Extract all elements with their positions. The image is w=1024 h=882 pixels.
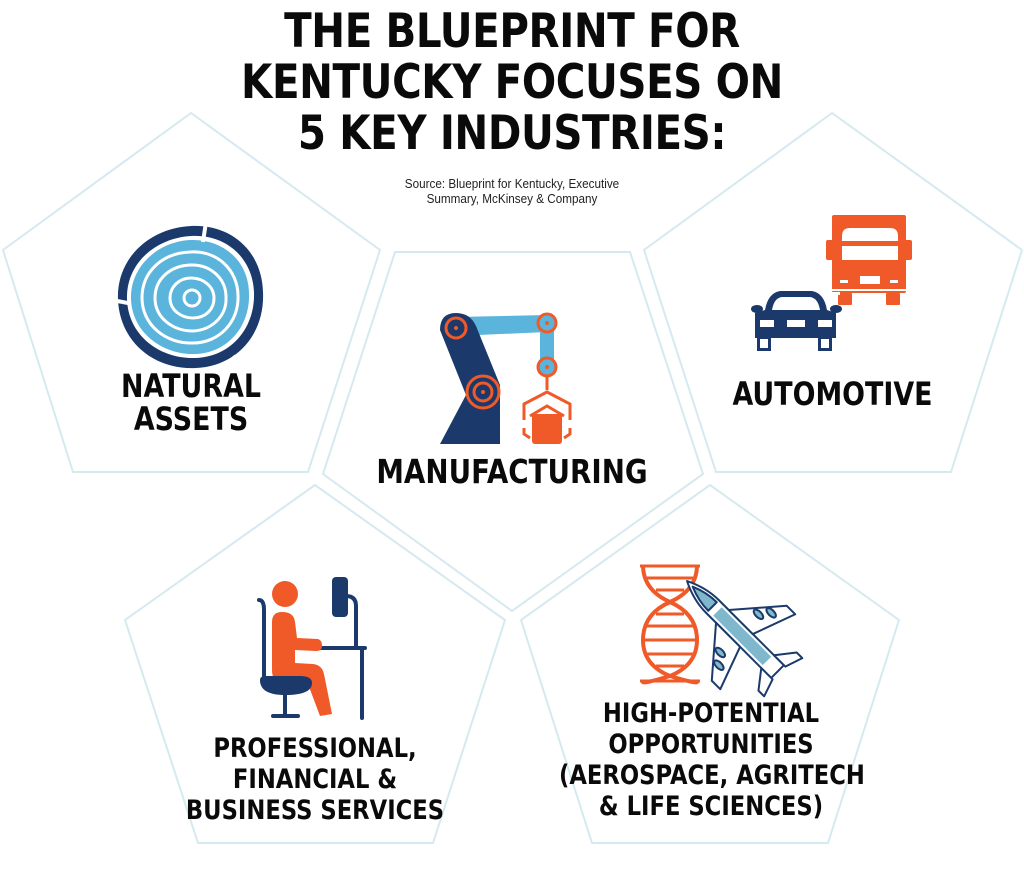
label-line: PROFESSIONAL, <box>213 733 417 764</box>
pentagon-automotive <box>642 111 1024 473</box>
source-line-2: Summary, McKinsey & Company <box>426 191 598 206</box>
title-line-1: THE BLUEPRINT FOR <box>284 4 740 59</box>
tree-rings-icon <box>111 221 269 369</box>
page-title: THE BLUEPRINT FOR KENTUCKY FOCUSES ON 5 … <box>72 6 953 159</box>
label-line: AUTOMOTIVE <box>732 375 933 413</box>
car-and-truck-icon <box>751 215 912 351</box>
label-line: NATURAL <box>120 367 261 405</box>
label-line: OPPORTUNITIES <box>608 729 814 760</box>
person-at-desk-icon <box>257 577 367 720</box>
label-line: FINANCIAL & <box>232 764 398 795</box>
pentagon-natural-assets <box>1 111 382 473</box>
label-line: ASSETS <box>133 400 249 438</box>
pentagon-manufacturing <box>321 251 705 613</box>
title-line-2: KENTUCKY FOCUSES ON <box>241 55 783 110</box>
pentagon-high-potential <box>519 483 901 844</box>
label-high-potential: HIGH-POTENTIAL OPPORTUNITIES (AEROSPACE,… <box>558 698 865 822</box>
robot-arm-icon <box>440 312 572 444</box>
label-line: & LIFE SCIENCES) <box>598 791 824 822</box>
label-professional-services: PROFESSIONAL, FINANCIAL & BUSINESS SERVI… <box>164 733 466 826</box>
source-citation: Source: Blueprint for Kentucky, Executiv… <box>51 176 973 206</box>
source-line-1: Source: Blueprint for Kentucky, Executiv… <box>404 176 620 191</box>
title-line-3: 5 KEY INDUSTRIES: <box>297 106 727 161</box>
label-automotive: AUTOMOTIVE <box>704 376 960 412</box>
label-line: (AEROSPACE, AGRITECH <box>558 760 865 791</box>
pentagon-professional-services <box>123 483 507 844</box>
label-manufacturing: MANUFACTURING <box>344 454 680 490</box>
dna-and-jet-icon <box>640 564 804 698</box>
label-line: HIGH-POTENTIAL <box>602 698 820 729</box>
label-line: MANUFACTURING <box>376 452 648 491</box>
label-line: BUSINESS SERVICES <box>185 795 445 826</box>
label-natural-assets: NATURAL ASSETS <box>64 370 318 436</box>
